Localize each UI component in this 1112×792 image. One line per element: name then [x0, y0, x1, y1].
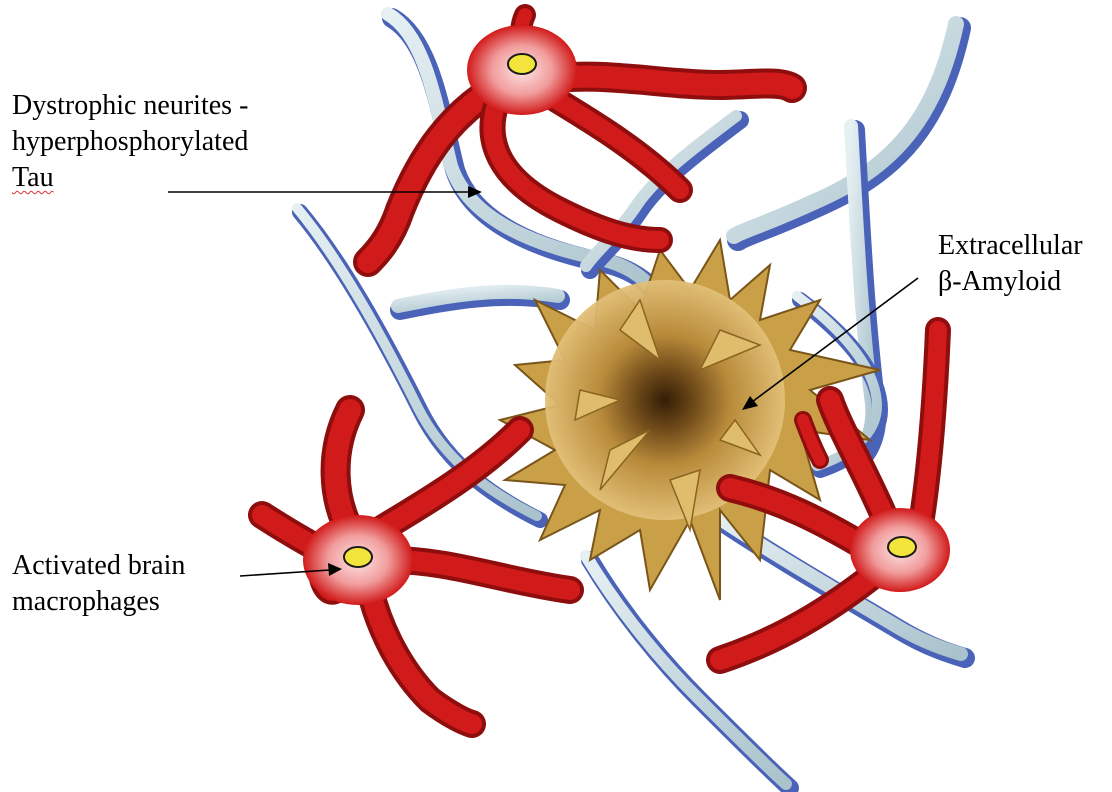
macrophage-left: [262, 410, 570, 724]
neurite-bottom: [586, 556, 790, 788]
label-macrophages-line2: macrophages: [12, 584, 185, 620]
nucleus-icon: [508, 54, 536, 74]
label-tau-line1: Dystrophic neurites -: [12, 88, 248, 124]
label-extracellular-amyloid: Extracellular β-Amyloid: [938, 228, 1083, 300]
nucleus-icon: [344, 547, 372, 567]
label-tau-line3: Tau: [12, 160, 54, 196]
label-macrophages-line1: Activated brain: [12, 548, 185, 584]
nucleus-icon: [888, 537, 916, 557]
label-dystrophic-neurites: Dystrophic neurites - hyperphosphorylate…: [12, 88, 248, 196]
label-activated-macrophages: Activated brain macrophages: [12, 548, 185, 620]
label-amyloid-line2: β-Amyloid: [938, 264, 1083, 300]
label-amyloid-line1: Extracellular: [938, 228, 1083, 264]
label-tau-line2: hyperphosphorylated: [12, 124, 248, 160]
